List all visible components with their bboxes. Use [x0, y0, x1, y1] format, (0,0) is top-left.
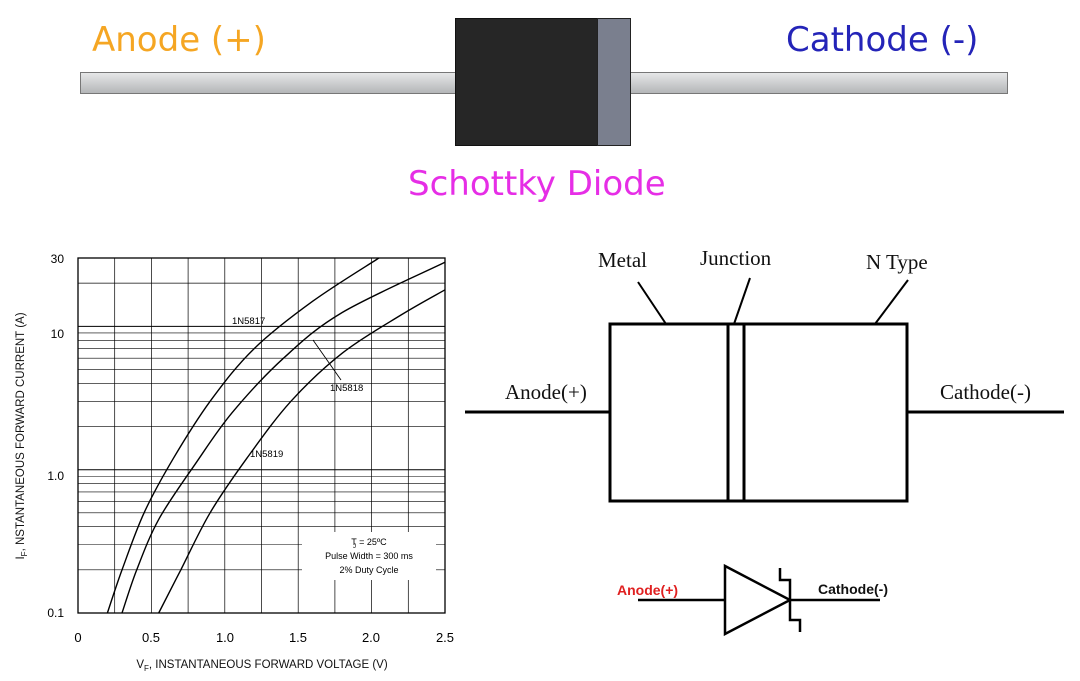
metal-pointer: [637, 281, 667, 325]
x-tick-label: 2.5: [436, 630, 454, 645]
diode-body: [455, 18, 600, 146]
structure-svg: [465, 277, 1064, 503]
series-leader-1n5818: [312, 339, 342, 381]
note-line-1: T = 25ºC: [351, 537, 387, 547]
cathode-lead: [628, 72, 1008, 94]
schottky-diode-title: Schottky Diode: [408, 164, 666, 204]
y-tick-label: 0.1: [47, 606, 64, 620]
y-axis-label: IF, NSTANTANEOUS FORWARD CURRENT (A): [15, 312, 29, 559]
diode-illustration: Anode (+) Cathode (-) Schottky Diode: [0, 0, 1080, 220]
anode-lead: [80, 72, 460, 94]
cathode-label: Cathode (-): [786, 20, 979, 60]
x-axis-label: VF, INSTANTANEOUS FORWARD VOLTAGE (V): [136, 659, 387, 673]
series-label-1n5819: 1N5819: [250, 449, 283, 460]
x-tick-label: 0: [74, 630, 81, 645]
metal-region: [608, 322, 730, 503]
note-line-2: Pulse Width = 300 ms: [325, 551, 413, 561]
series-label-1n5818: 1N5818: [330, 383, 363, 394]
chart-svg: 30 10 1.0 0.1 0 0.5 1.0 1.5 2.0 2.5 VF, …: [15, 252, 454, 673]
note-line-1-subscript: J: [353, 544, 356, 550]
symbol-triangle: [723, 563, 793, 637]
symbol-anode-label: Anode(+): [617, 582, 679, 598]
series-label-1n5817: 1N5817: [232, 316, 265, 327]
x-tick-label: 2.0: [362, 630, 380, 645]
symbol-cathode-label: Cathode(-): [818, 581, 888, 597]
schottky-symbol: Anode(+) Cathode(-): [600, 550, 930, 650]
junction-pointer: [733, 277, 751, 325]
anode-label: Anode (+): [92, 20, 266, 60]
structure-cathode-label: Cathode(-): [940, 380, 1031, 404]
series-curve-1n5817: [106, 257, 380, 614]
junction-label: Junction: [700, 246, 772, 270]
structure-anode-label: Anode(+): [505, 380, 587, 404]
forward-characteristic-chart: 30 10 1.0 0.1 0 0.5 1.0 1.5 2.0 2.5 VF, …: [0, 230, 470, 681]
x-tick-label: 1.5: [289, 630, 307, 645]
x-tick-label: 1.0: [216, 630, 234, 645]
y-tick-label: 10: [51, 327, 65, 341]
conditions-note-bg: [302, 532, 436, 580]
n-type-region: [742, 322, 909, 503]
metal-label: Metal: [598, 248, 647, 272]
ntype-pointer: [874, 279, 909, 325]
x-tick-label: 0.5: [142, 630, 160, 645]
y-tick-label: 30: [51, 252, 65, 266]
y-tick-label: 1.0: [47, 469, 64, 483]
cathode-band: [597, 18, 631, 146]
plot-frame: [77, 257, 446, 614]
schottky-structure-diagram: Metal Junction N Type Anode(+) Cathode(-…: [460, 230, 1080, 530]
series-curve-1n5819: [158, 289, 446, 614]
junction-region: [726, 322, 746, 503]
ntype-label: N Type: [866, 250, 928, 274]
symbol-svg: [638, 563, 880, 637]
series-curve-1n5818: [121, 261, 446, 614]
note-line-3: 2% Duty Cycle: [339, 565, 398, 575]
